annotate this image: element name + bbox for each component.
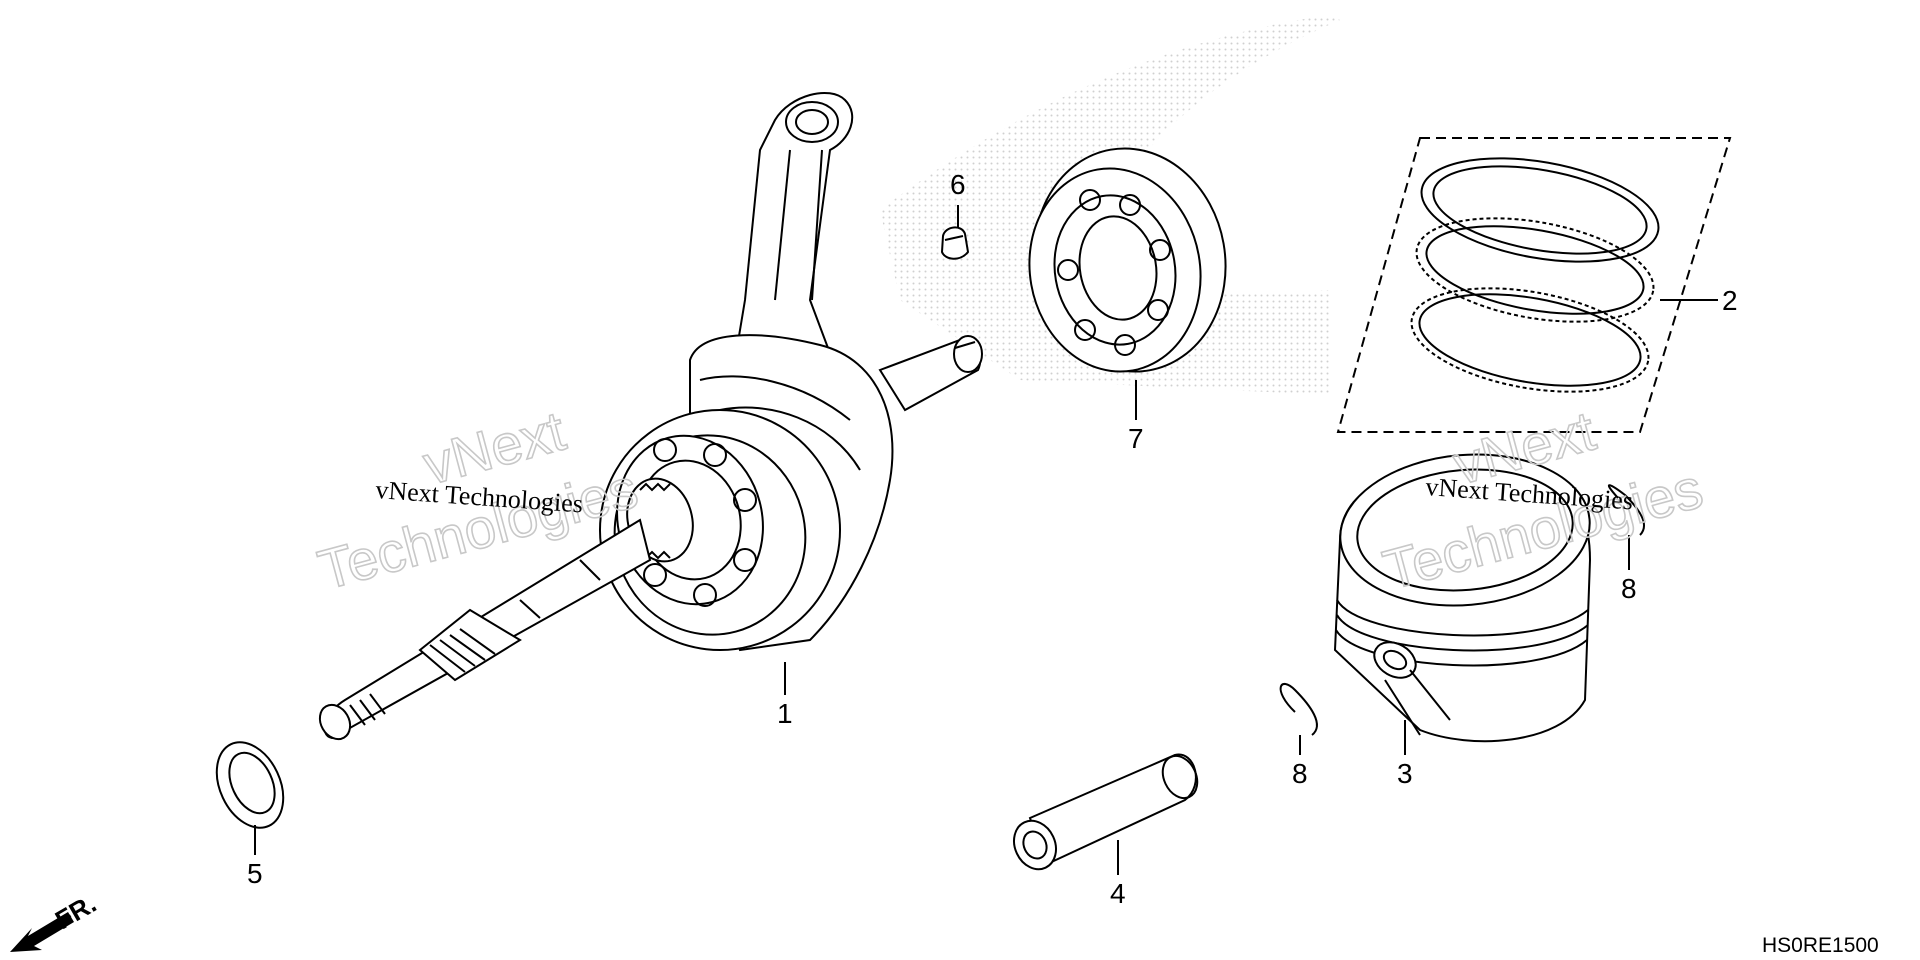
crankshaft-assembly[interactable] bbox=[314, 91, 983, 745]
diagram-code: HS0RE1500 bbox=[1762, 934, 1879, 957]
callout-6[interactable]: 6 bbox=[950, 169, 966, 200]
leader-lines bbox=[254, 205, 1718, 875]
front-arrow-icon bbox=[10, 912, 74, 952]
piston-ring-set[interactable] bbox=[1336, 137, 1732, 433]
callout-2[interactable]: 2 bbox=[1722, 285, 1738, 316]
piston[interactable] bbox=[1333, 444, 1596, 743]
callout-8-right[interactable]: 8 bbox=[1621, 573, 1637, 604]
front-direction-indicator: FR. bbox=[10, 888, 101, 952]
callout-7[interactable]: 7 bbox=[1128, 423, 1144, 454]
callout-8-left[interactable]: 8 bbox=[1292, 758, 1308, 789]
piston-pin-clip-left[interactable] bbox=[1279, 683, 1318, 736]
callout-3[interactable]: 3 bbox=[1397, 758, 1413, 789]
ball-bearing[interactable] bbox=[1014, 133, 1243, 387]
callout-5[interactable]: 5 bbox=[247, 858, 263, 889]
piston-pin-clip-right[interactable] bbox=[1607, 484, 1645, 536]
woodruff-key[interactable] bbox=[940, 226, 970, 260]
washer[interactable] bbox=[204, 732, 296, 839]
piston-pin[interactable] bbox=[1006, 750, 1203, 876]
callout-1[interactable]: 1 bbox=[777, 698, 793, 729]
callout-4[interactable]: 4 bbox=[1110, 878, 1126, 909]
